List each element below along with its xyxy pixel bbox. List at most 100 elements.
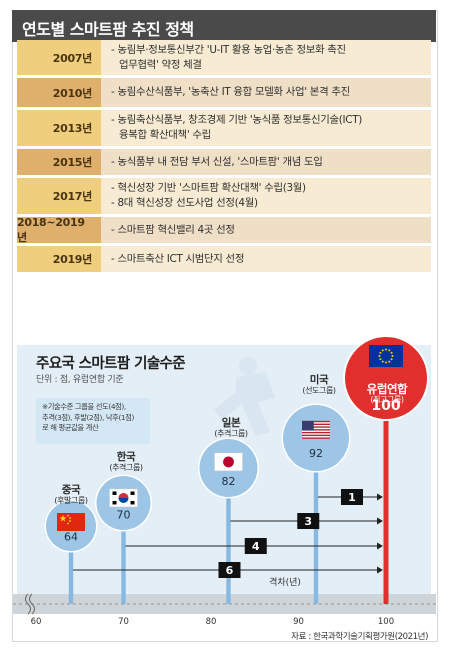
flag-star — [391, 355, 394, 357]
flag-small-star — [67, 514, 69, 517]
gap-arrow-head — [377, 517, 383, 525]
flag-stripe — [302, 437, 330, 439]
eu-label: 유럽연합 (최고그룹) — [367, 383, 408, 405]
policy-text: - 농식품부 내 전담 부서 신설, '스마트팜' 개념 도입 — [101, 149, 431, 175]
gap-badge — [297, 513, 320, 529]
policy-year: 2007년 — [17, 40, 101, 75]
score-value: 64 — [64, 531, 78, 544]
gap-arrow-head — [377, 566, 383, 574]
usa-name: 미국 — [309, 374, 329, 386]
flag-small-star — [67, 522, 69, 525]
flag-sun — [223, 456, 234, 468]
china-label: 중국 (후발그룹) — [54, 484, 88, 506]
gap-badge — [244, 538, 267, 554]
flag-small-star — [69, 517, 71, 519]
eu-name: 유럽연합 — [366, 382, 408, 396]
korea-flag-icon — [109, 488, 138, 508]
policy-year: 2019년 — [17, 246, 101, 272]
japan-label: 일본 (추격그룹) — [214, 417, 248, 439]
panel-title: 연도별 스마트팜 추진 정책 — [22, 20, 194, 39]
china-name: 중국 — [61, 484, 81, 496]
eu-stem — [383, 410, 389, 604]
flag-star — [379, 351, 382, 354]
flag-stripe — [302, 434, 330, 437]
gap-value: 6 — [226, 564, 234, 577]
flag-star — [385, 348, 387, 351]
bubble-stem — [226, 468, 231, 604]
policy-line: - 스마트축산 ICT 시범단지 선정 — [111, 252, 245, 265]
gap-value: 3 — [304, 515, 312, 528]
policy-line: - 농림수산식품부, '농축산 IT 융합 모델화 사업' 본격 추진 — [111, 86, 350, 98]
x-tick-label: 90 — [293, 617, 304, 627]
flag-star — [390, 351, 393, 354]
axis-break-mark — [29, 593, 35, 615]
policy-line: 융복합 확산대책' 수립 — [119, 129, 211, 141]
policy-line: - 농림축산식품부, 창조경제 기반 '농식품 정보통신기술(ICT) — [111, 114, 363, 126]
policy-year: 2010년 — [17, 78, 101, 107]
policy-year: 2018~2019년 — [17, 216, 101, 244]
flag-star — [381, 360, 384, 363]
eu-score-value: 100 — [371, 398, 400, 414]
method-note-line: 로 해 평균값을 계산 — [42, 423, 99, 433]
method-note-line: 추격(3점), 후발(2점), 낙후(1점) — [42, 412, 134, 422]
title-bar — [12, 10, 436, 42]
policy-year: 2017년 — [17, 178, 101, 214]
flag-star — [385, 361, 387, 364]
policy-text: - 스마트팜 혁신밸리 4곳 선정 — [101, 217, 431, 243]
policy-row: 2013년- 농림축산식품부, 창조경제 기반 '농식품 정보통신기술(ICT)… — [17, 110, 431, 146]
usa-group: (선도그룹) — [302, 386, 336, 395]
flag-star — [390, 358, 393, 361]
chart-title: 주요국 스마트팜 기술수준 — [36, 356, 186, 372]
flag-star — [388, 349, 391, 352]
policy-line: - 8대 혁신성장 선도사업 선정(4월) — [111, 197, 258, 209]
policy-row: 2019년 - 스마트축산 ICT 시범단지 선정 — [17, 246, 431, 272]
flag-star — [59, 514, 67, 522]
bubble-stem — [121, 503, 126, 604]
policy-text: - 농림수산식품부, '농축산 IT 융합 모델화 사업' 본격 추진 — [101, 78, 431, 107]
flag-star — [381, 349, 384, 352]
score-value: 92 — [309, 447, 323, 460]
x-tick-label: 60 — [31, 617, 42, 627]
policy-year: 2015년 — [17, 149, 101, 175]
flag-star — [388, 360, 391, 363]
chart-unit-note: 단위 : 점, 유럽연합 기준 — [36, 375, 124, 385]
policy-text: - 농림축산식품부, 창조경제 기반 '농식품 정보통신기술(ICT) 융복합 확… — [101, 110, 431, 146]
flag-canton — [302, 420, 314, 431]
trigram — [130, 491, 135, 495]
score-value: 82 — [222, 475, 236, 488]
policy-row: 2010년 - 농림수산식품부, '농축산 IT 융합 모델화 사업' 본격 추진 — [17, 78, 431, 107]
trigram — [112, 491, 117, 495]
runner-head — [239, 357, 257, 375]
flag-star — [378, 355, 381, 357]
china-group: (후발그룹) — [54, 496, 88, 505]
policy-line: - 농림부·정보통신부간 'U-IT 활용 농업·농촌 정보화 촉진 — [111, 43, 346, 56]
policy-line: - 혁신성장 기반 '스마트팜 확산대책' 수립(3월) — [111, 182, 306, 194]
usa-flag-icon — [302, 420, 330, 439]
policy-line: 업무협력' 약정 체결 — [119, 58, 202, 71]
eu-flag-icon — [369, 345, 403, 367]
x-tick-label: 80 — [206, 617, 217, 627]
taeguk-top — [118, 492, 129, 498]
eu-group: (최고그룹) — [370, 395, 404, 404]
score-value: 70 — [117, 509, 131, 522]
japan-name: 일본 — [221, 417, 241, 429]
gap-axis-label: 격차(년) — [269, 576, 301, 588]
source-note: 자료 : 한국과학기술기획평가원(2021년) — [291, 632, 428, 642]
runner-body — [214, 372, 275, 436]
bubble-stem — [68, 526, 74, 604]
runner-silhouette — [214, 357, 275, 436]
gap-arrow-head — [377, 493, 383, 501]
policy-row: 2018~2019년- 스마트팜 혁신밸리 4곳 선정 — [17, 216, 431, 244]
korea-label: 한국 (추격그룹) — [109, 451, 143, 473]
flag-field — [57, 513, 85, 531]
taeguk-bottom — [118, 497, 129, 503]
gap-badge — [218, 562, 241, 578]
policy-text: - 스마트축산 ICT 시범단지 선정 — [101, 246, 431, 272]
gap-badge — [341, 489, 363, 505]
korea-group: (추격그룹) — [109, 463, 143, 472]
axis-break-mark — [25, 593, 31, 615]
gap-arrow-head — [377, 542, 383, 550]
